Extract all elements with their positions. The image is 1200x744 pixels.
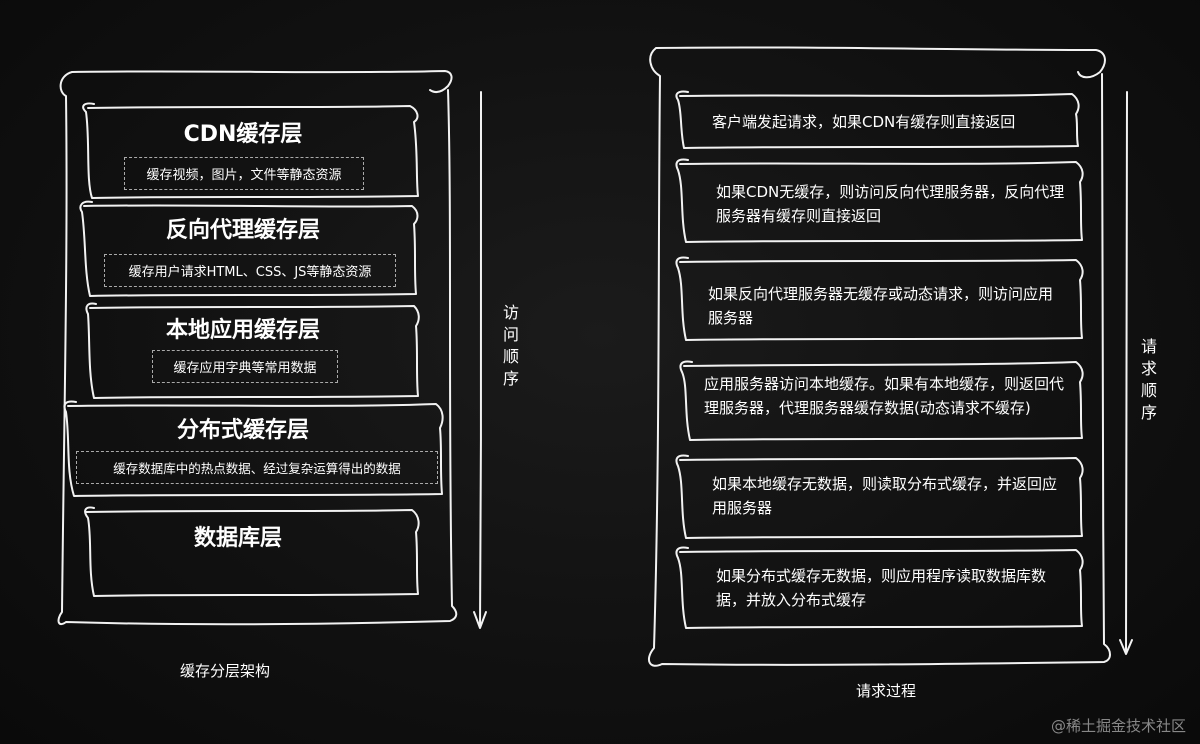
request-order-label: 请求顺序 (1140, 337, 1157, 422)
layer-title: 本地应用缓存层 (165, 318, 320, 343)
left-order-arrow (473, 91, 487, 629)
step-2-text: 如果CDN无缓存，则访问反向代理服务器，反向代理服务器有缓存则直接返回 (716, 183, 1065, 225)
left-caption: 缓存分层架构 (180, 662, 271, 680)
step-3-text: 如果反向代理服务器无缓存或动态请求，则访问应用服务器 (708, 285, 1054, 327)
left-container-outline (57, 70, 458, 626)
step-box-3 (675, 256, 1084, 341)
right-order-arrow (1119, 91, 1133, 655)
layer-description: 缓存用户请求HTML、CSS、JS等静态资源 (104, 254, 396, 287)
layer-description: 缓存数据库中的热点数据、经过复杂运算得出的数据 (76, 451, 438, 484)
layer-description: 缓存视频，图片，文件等静态资源 (124, 157, 364, 190)
layer-title: 反向代理缓存层 (165, 218, 320, 243)
layer-title: 分布式缓存层 (176, 418, 309, 443)
step-box-5 (675, 454, 1084, 539)
step-box-4 (679, 360, 1084, 441)
step-4-text: 应用服务器访问本地缓存。如果有本地缓存，则返回代理服务器，代理服务器缓存数据(动… (704, 375, 1065, 417)
step-1-text: 客户端发起请求，如果CDN有缓存则直接返回 (712, 113, 1016, 131)
step-box-1 (675, 90, 1080, 149)
watermark: @稀土掘金技术社区 (1050, 717, 1186, 735)
step-box-2 (675, 158, 1084, 243)
step-box-6 (675, 546, 1084, 629)
access-order-label: 访问顺序 (502, 303, 519, 388)
layer-box-cdn (82, 102, 419, 199)
layer-box-database (84, 506, 420, 597)
right-container-outline (647, 46, 1111, 667)
step-6-text: 如果分布式缓存无数据，则应用程序读取数据库数据，并放入分布式缓存 (716, 567, 1047, 609)
layer-title: CDN缓存层 (183, 122, 303, 147)
step-5-text: 如果本地缓存无数据，则读取分布式缓存，并返回应用服务器 (712, 475, 1058, 517)
layer-description: 缓存应用字典等常用数据 (152, 350, 338, 383)
right-caption: 请求过程 (856, 682, 917, 700)
layer-box-reverse-proxy (79, 200, 419, 297)
layer-box-distributed (63, 400, 444, 497)
layer-title: 数据库层 (193, 526, 282, 551)
layer-box-local-app (85, 302, 420, 399)
